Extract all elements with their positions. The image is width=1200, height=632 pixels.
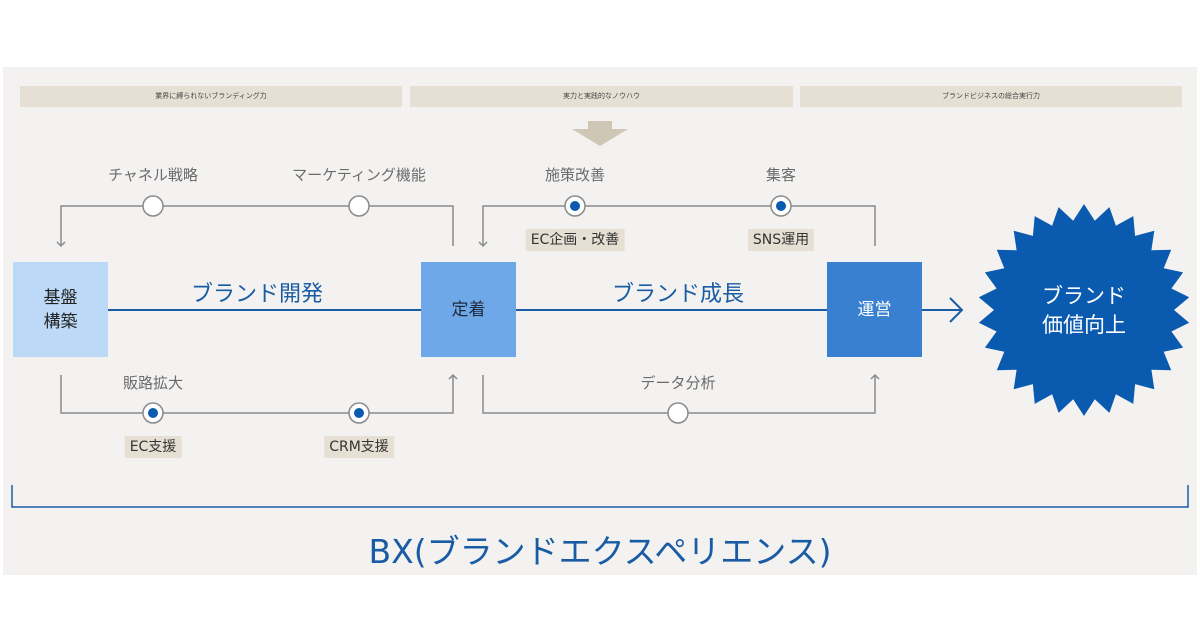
- label-measures: 施策改善: [544, 166, 606, 184]
- header-tag-knowhow: 実力と実践的なノウハウ: [410, 86, 793, 107]
- stage-operate-label: 運営: [857, 299, 892, 320]
- tag-ec-support: EC支援: [124, 436, 182, 458]
- header-tag-branding: 業界に縛られないブランディング力: [20, 86, 402, 107]
- label-marketing: マーケティング機能: [292, 166, 426, 184]
- goal-arrow-head: [949, 297, 964, 323]
- stage-foundation: 基盤 構築: [13, 262, 108, 357]
- stage-establish-label: 定着: [451, 299, 486, 320]
- stage-operate: 運営: [827, 262, 922, 357]
- node-channel-strategy: [142, 195, 164, 217]
- stage-foundation-label: 基盤 構築: [43, 287, 78, 332]
- bx-bracket: [11, 485, 1189, 508]
- loop-bottom-left: [60, 373, 458, 414]
- label-data-analysis: データ分析: [640, 374, 716, 392]
- tag-crm: CRM支援: [324, 436, 394, 458]
- label-attract: 集客: [765, 166, 797, 184]
- tag-sns: SNS運用: [747, 229, 815, 251]
- header-tag-execution: ブランドビジネスの総合実行力: [800, 86, 1182, 107]
- goal-label: ブランド 価値向上: [1042, 284, 1126, 337]
- goal-burst: [978, 204, 1190, 416]
- label-sales-route: 販路拡大: [122, 374, 184, 392]
- label-channel-strategy: チャネル戦略: [108, 166, 198, 184]
- loop-top-right: [478, 205, 876, 248]
- loop-top-left: [56, 205, 454, 248]
- node-marketing: [348, 195, 370, 217]
- node-data-analysis: [667, 402, 689, 424]
- down-arrow-icon: [572, 121, 628, 146]
- tag-ec-plan: EC企画・改善: [525, 229, 625, 251]
- phase-development: ブランド開発: [190, 282, 324, 307]
- bx-title: BX(ブランドエクスペリエンス): [368, 532, 832, 571]
- stage-establish: 定着: [421, 262, 516, 357]
- phase-growth: ブランド成長: [611, 282, 745, 307]
